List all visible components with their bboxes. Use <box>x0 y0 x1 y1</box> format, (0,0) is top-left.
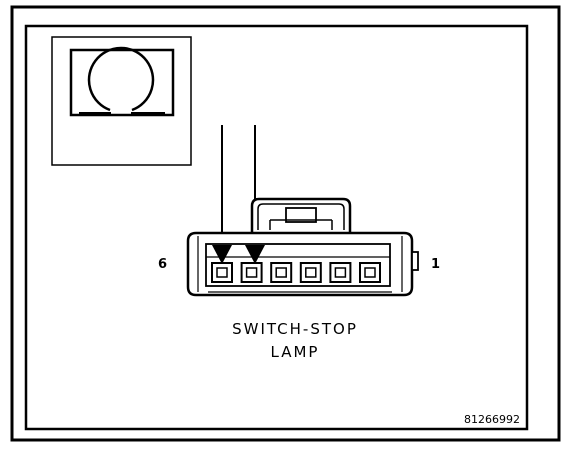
inset-outer-box <box>51 36 192 166</box>
figure-id: 81266992 <box>464 413 520 426</box>
inner-frame <box>24 24 529 431</box>
inset-inner-box <box>69 48 175 117</box>
connector-latch-tab <box>285 207 317 223</box>
cavity-pin-6 <box>211 262 233 283</box>
cavity-pin-4 <box>270 262 293 283</box>
connector-cavities <box>211 262 381 283</box>
cavity-terminal-4 <box>275 267 287 278</box>
cavity-pin-1 <box>359 262 381 283</box>
probe-arrowhead-1 <box>212 245 232 264</box>
pin-label-right: 1 <box>431 257 440 272</box>
connector-title-line-1: SWITCH-STOP <box>232 320 358 338</box>
inset-circle-symbol-icon <box>87 46 155 112</box>
connector-latch-inner <box>257 203 345 230</box>
pin-label-left: 6 <box>158 257 167 272</box>
cavity-terminal-2 <box>334 267 347 278</box>
probe-leads <box>221 125 256 250</box>
connector <box>186 197 419 297</box>
cavity-pin-3 <box>299 262 322 283</box>
cavity-pin-5 <box>240 262 263 283</box>
connector-title-line-2: LAMP <box>271 343 320 361</box>
probe-arrowhead-2 <box>245 245 265 264</box>
cavity-terminal-6 <box>216 267 228 278</box>
cavity-terminal-1 <box>364 267 376 278</box>
connector-side-key <box>411 251 419 271</box>
outer-frame <box>10 5 561 442</box>
connector-cavity-strip <box>205 243 391 287</box>
cavity-terminal-3 <box>305 267 317 278</box>
cavity-terminal-5 <box>245 267 258 278</box>
cavity-pin-2 <box>329 262 352 283</box>
inset-view <box>51 36 192 166</box>
